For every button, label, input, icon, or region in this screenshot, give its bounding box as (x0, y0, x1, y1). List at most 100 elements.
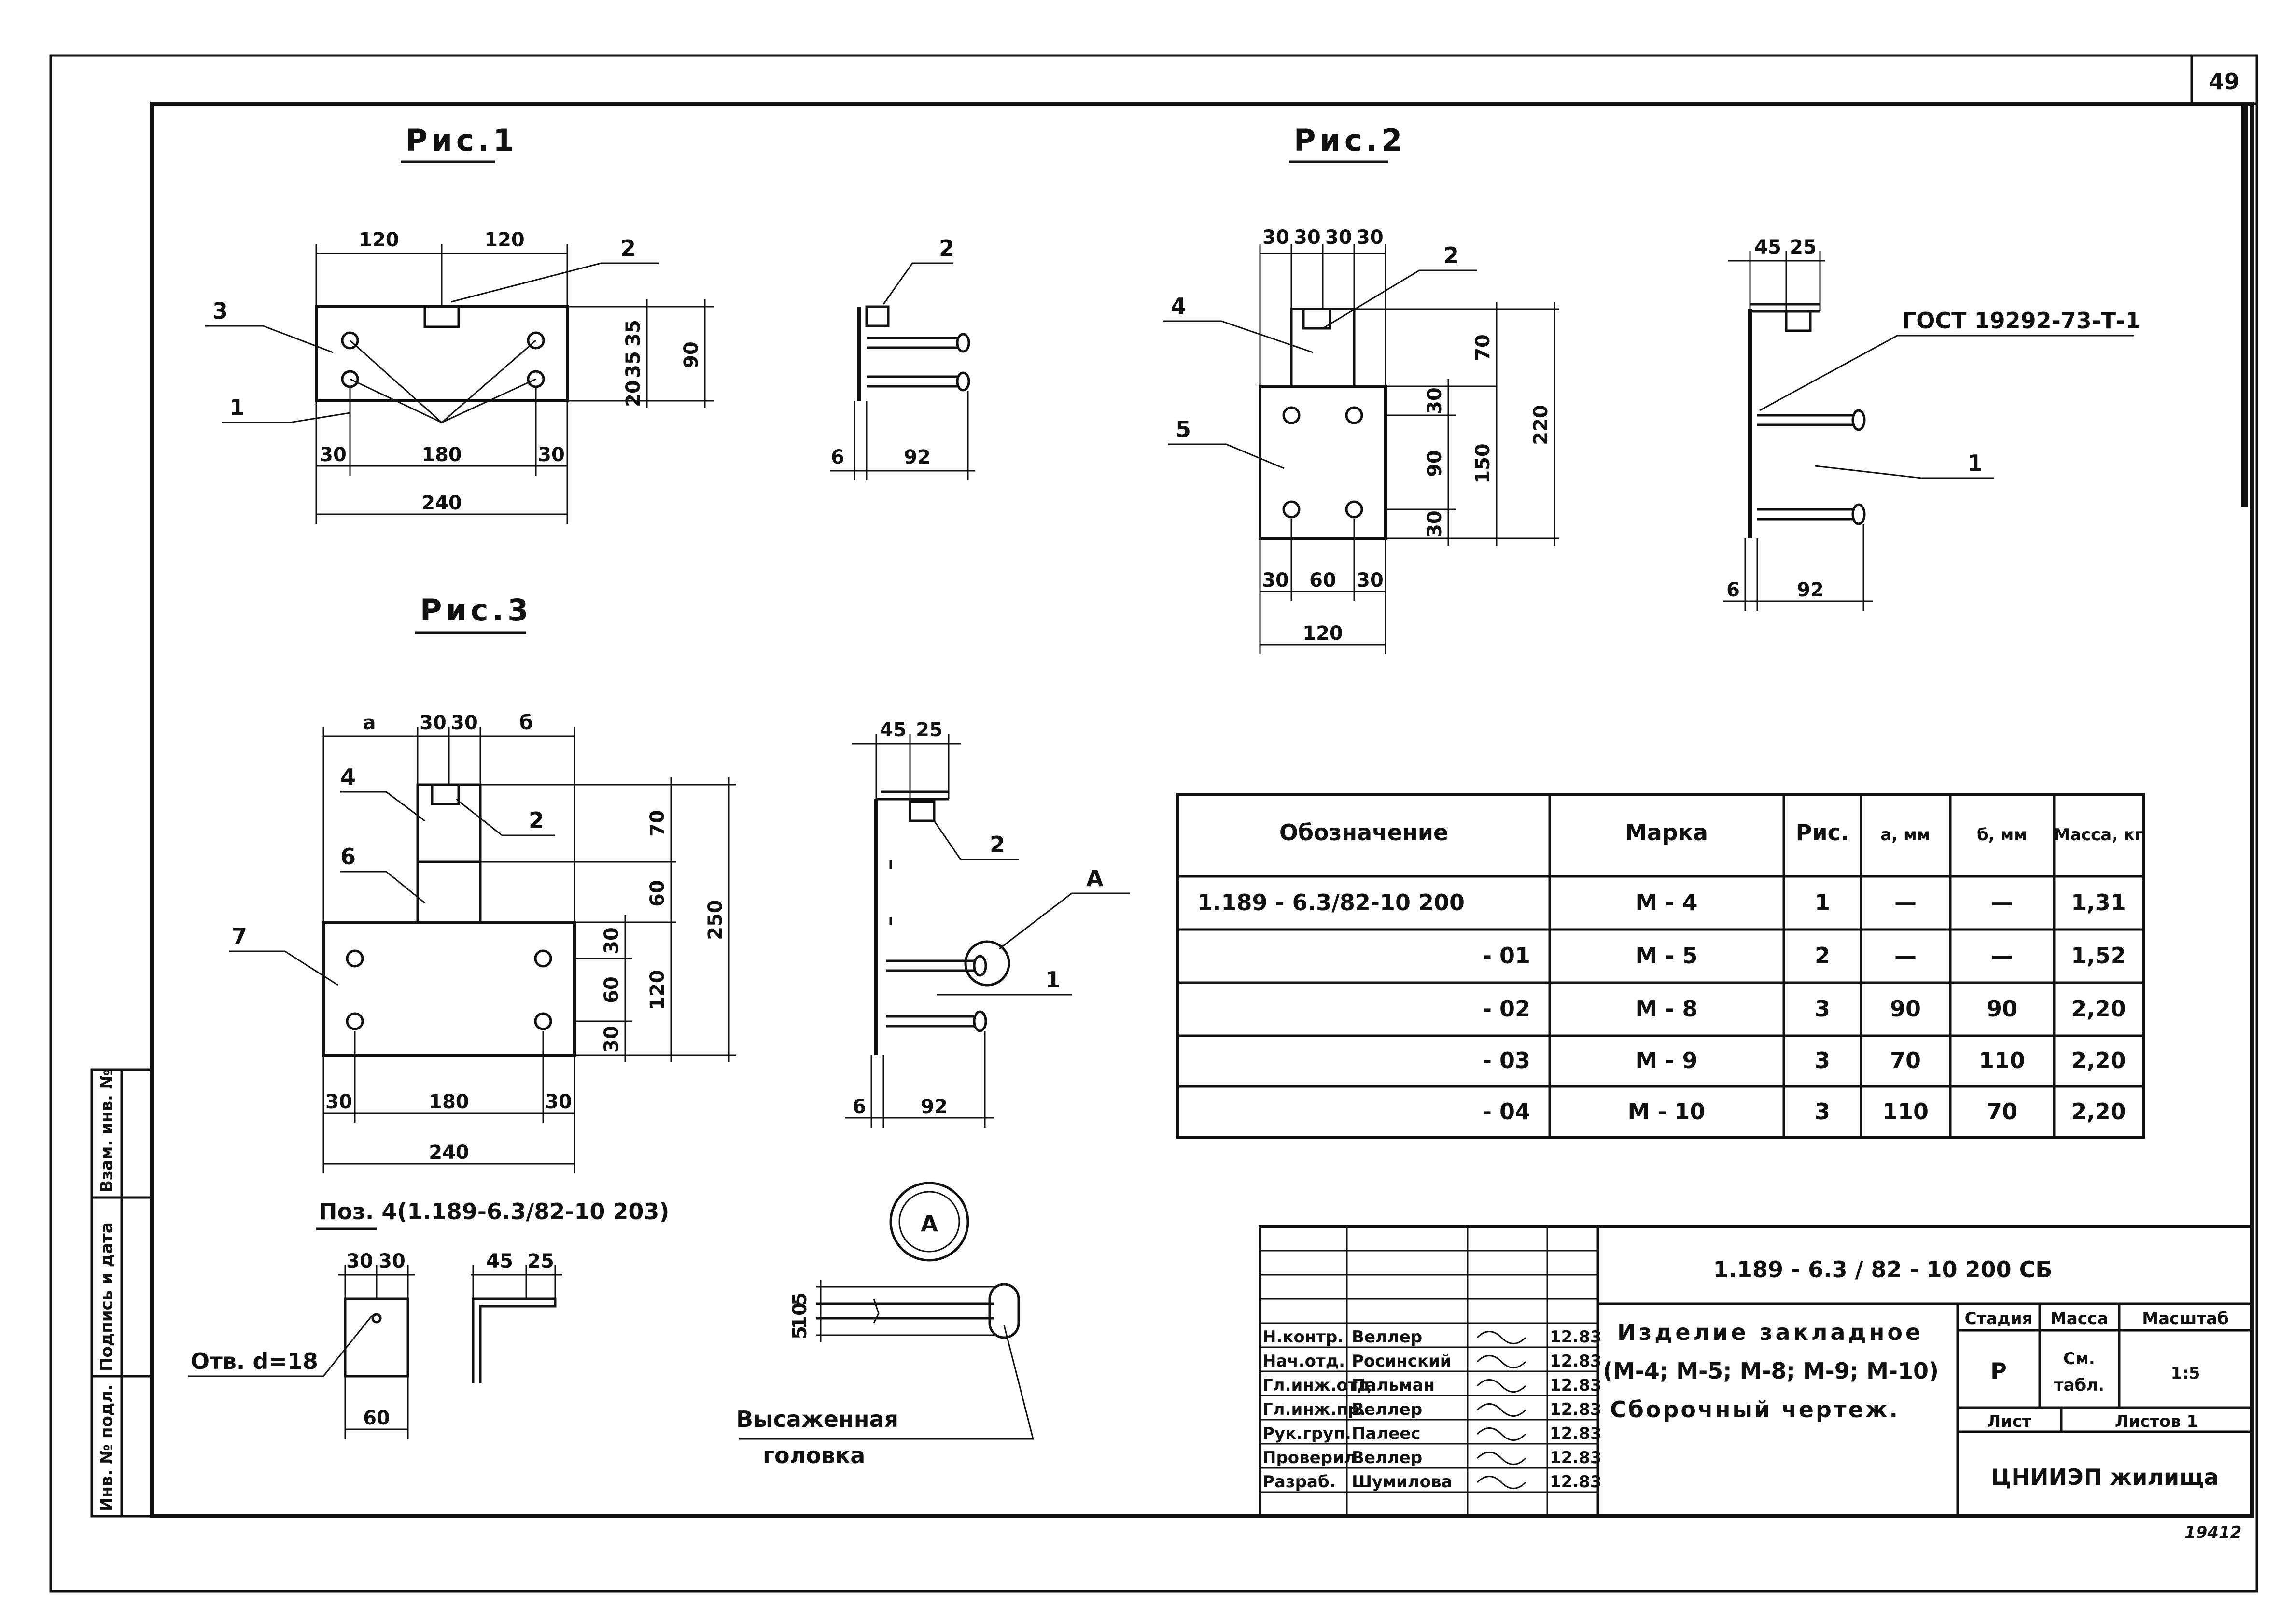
fig1-side-callout-2: 2 (939, 235, 954, 261)
fig1-dim-right-3: 20 (622, 380, 644, 407)
fig3-callout-4: 4 (340, 764, 356, 790)
tb-date-5: 12.83 (1550, 1424, 1602, 1443)
fig1-dim-right-4: 90 (680, 341, 702, 368)
side-stamp-sign: Подпись и дата (97, 1222, 116, 1371)
fig3-dim-top-30b: 30 (451, 712, 478, 734)
spec-row3-a: 90 (1890, 996, 1921, 1022)
sheet-number: 49 (2209, 69, 2240, 95)
tb-role-2: Нач.отд. (1262, 1352, 1345, 1371)
fig2-dim-top-3: 30 (1325, 226, 1352, 249)
spec-header-fig: Рис. (1796, 819, 1849, 846)
tb-mass-value-1: См. (2063, 1349, 2095, 1368)
detail-a-dim-5b: 5 (789, 1326, 811, 1339)
pos4-title: Поз. 4(1.189-6.3/82-10 203) (319, 1198, 669, 1225)
fig2-dim-right-70: 70 (1472, 334, 1494, 361)
fig2-dim-bottom-2: 60 (1309, 569, 1336, 592)
tb-name-3: Пальман (1352, 1376, 1435, 1395)
fig3-dim-right-60b: 60 (601, 976, 623, 1003)
detail-a-dim-5a: 5 (789, 1292, 811, 1306)
tb-role-6: Проверил (1262, 1448, 1356, 1467)
spec-row4-fig: 3 (1815, 1047, 1830, 1073)
fig3-dim-bottom-3: 30 (545, 1091, 572, 1113)
detail-a-head (988, 1283, 1020, 1339)
fig1-dim-bottom-1: 30 (320, 444, 347, 466)
tb-name-line2: (М-4; М-5; М-8; М-9; М-10) (1603, 1358, 1939, 1384)
fig2-callout-4: 4 (1171, 293, 1186, 319)
tb-role-5: Рук.груп. (1262, 1424, 1351, 1443)
fig1-dim-right-2: 35 (622, 351, 644, 378)
detail-a-marker: А (921, 1211, 938, 1237)
tb-name-2: Росинский (1352, 1352, 1452, 1371)
fig1-dim-bottom-3: 30 (538, 444, 565, 466)
fig3-dim-bottom-2: 180 (429, 1091, 469, 1113)
spec-row4-designation: - 03 (1483, 1047, 1530, 1073)
fig3-dim-bottom-1: 30 (325, 1091, 352, 1113)
tb-organization: ЦНИИЭП жилища (1991, 1464, 2219, 1490)
tb-role-1: Н.контр. (1262, 1327, 1344, 1347)
fig2-dim-top-4: 30 (1357, 226, 1384, 249)
pos4-dim-60: 60 (363, 1407, 390, 1429)
fig1-side-dim-6: 6 (831, 446, 844, 468)
fig2-side-dim-45: 45 (1754, 236, 1781, 258)
fig3-plate (322, 921, 576, 1057)
title-block: Н.контр. Веллер 12.83 Нач.отд. Росинский… (1259, 1225, 2254, 1542)
pos4-side-dim-25: 25 (527, 1250, 554, 1272)
tb-mass-label: Масса (2050, 1309, 2108, 1328)
fig2-side-dim-92: 92 (1797, 579, 1824, 601)
fig2-dim-right-90: 90 (1424, 450, 1446, 477)
outer-frame (49, 54, 2258, 1593)
spec-header-mass: Масса, кг (2054, 825, 2143, 845)
spec-row3-mark: М - 8 (1636, 996, 1698, 1022)
tb-sheets-label: Листов 1 (2115, 1412, 2198, 1431)
tb-role-3: Гл.инж.отд. (1262, 1376, 1377, 1395)
figure-1-side-view: 2 6 92 (830, 235, 975, 480)
pos4-dim-30b: 30 (378, 1250, 406, 1272)
side-stamp: Инв. № подл. Подпись и дата Взам. инв. № (90, 1068, 154, 1518)
spec-row5-mark: М - 10 (1628, 1099, 1706, 1125)
spec-row3-b: 90 (1987, 996, 2017, 1022)
tb-date-4: 12.83 (1550, 1400, 1602, 1419)
fig2-side-dim-25: 25 (1790, 236, 1817, 258)
tb-name-line3: Сборочный чертеж. (1610, 1396, 1900, 1423)
spec-row1-mark: М - 4 (1636, 889, 1698, 916)
fig3-side-callout-a: А (1086, 865, 1104, 891)
tb-stage-label: Стадия (1965, 1309, 2033, 1328)
fig3-dim-right-120: 120 (646, 970, 669, 1010)
fig1-dim-bottom-2: 180 (421, 444, 462, 466)
fig2-dim-right-220: 220 (1530, 405, 1552, 445)
spec-row1-mass: 1,31 (2071, 889, 2126, 916)
tb-role-7: Разраб. (1262, 1472, 1336, 1492)
pos4-hole-label: Отв. d=18 (191, 1348, 318, 1374)
figure-1: Рис.1 120 120 35 35 20 90 30 180 30 240 … (205, 123, 714, 524)
tb-stage-value: Р (1990, 1358, 2007, 1384)
fig1-dim-top-1: 120 (359, 229, 399, 251)
fig3-callout-2: 2 (529, 807, 544, 833)
spec-row5-fig: 3 (1815, 1099, 1830, 1125)
fig3-side-dim-6: 6 (853, 1096, 866, 1118)
tb-date-3: 12.83 (1550, 1376, 1602, 1395)
tb-name-5: Палеес (1352, 1424, 1421, 1443)
fig3-side-dim-25: 25 (916, 719, 943, 741)
fig3-dim-right-60: 60 (646, 880, 669, 907)
fig2-dim-top-2: 30 (1294, 226, 1321, 249)
fig1-nut (423, 305, 460, 328)
fig2-side-dim-6: 6 (1726, 579, 1740, 601)
figure-3: Рис.3 а 30 30 б 70 60 30 60 30 120 250 3… (229, 592, 736, 1173)
fig2-nut (1302, 308, 1331, 330)
fig3-nut (431, 783, 460, 805)
tb-archive-number: 19412 (2184, 1523, 2241, 1542)
pos4-side-dim-45: 45 (486, 1250, 513, 1272)
fig2-side-gost: ГОСТ 19292-73-Т-1 (1902, 308, 2141, 334)
sheet-number-box (2190, 54, 2258, 105)
detail-a-caption-2: головка (763, 1442, 865, 1468)
side-stamp-inv: Инв. № подл. (97, 1384, 116, 1511)
fig3-bracket-bottom (416, 860, 482, 924)
spec-row2-mass: 1,52 (2071, 943, 2126, 969)
fig2-dim-right-30b: 30 (1424, 510, 1446, 537)
spec-row3-designation: - 02 (1483, 996, 1530, 1022)
tb-role-4: Гл.инж.пр. (1262, 1400, 1366, 1419)
spec-row5-b: 70 (1987, 1099, 2017, 1125)
tb-sheet-label: Лист (1987, 1412, 2031, 1431)
tb-date-6: 12.83 (1550, 1448, 1602, 1467)
